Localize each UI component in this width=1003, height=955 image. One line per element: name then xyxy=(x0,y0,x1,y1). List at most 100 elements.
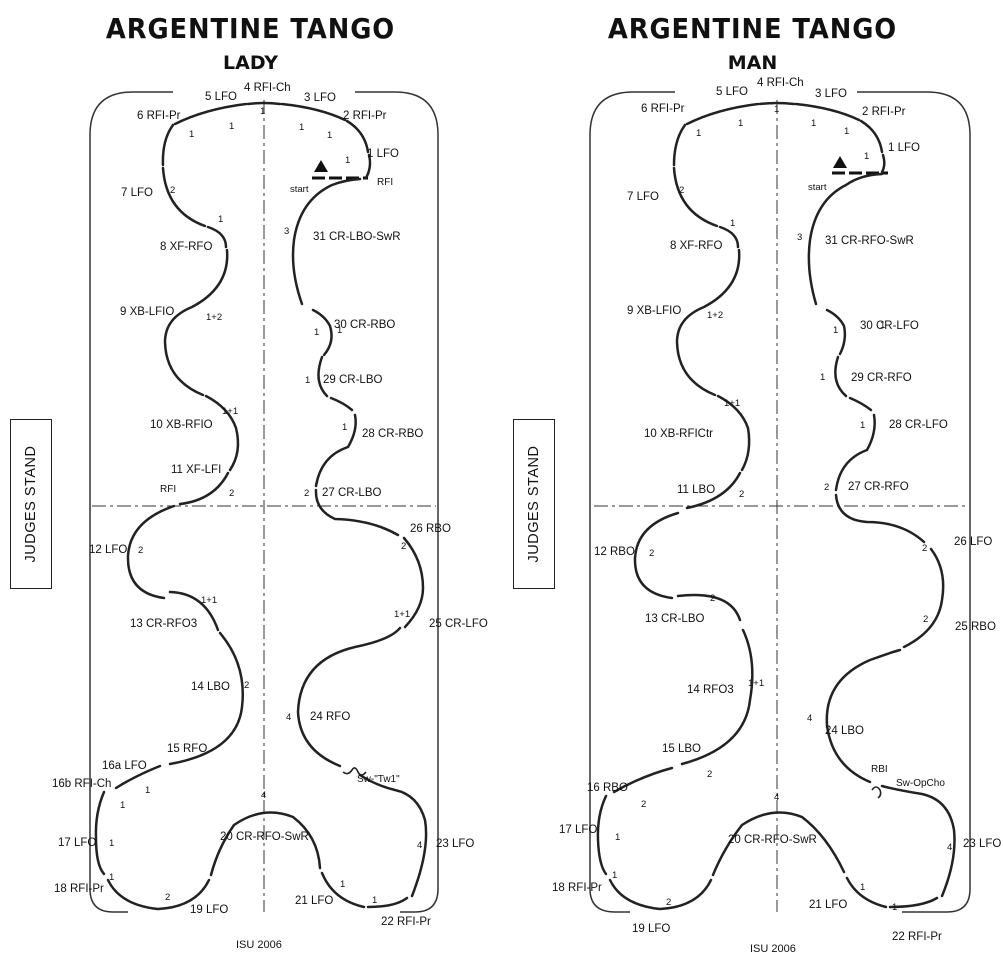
beat-count: 3 xyxy=(284,226,289,237)
step-path xyxy=(834,355,848,398)
lady-pattern-svg: 5 LFO 4 RFI-Ch 3 LFO 6 RFI-Pr 2 RFI-Pr 1… xyxy=(52,82,488,951)
step-path xyxy=(685,471,742,510)
step-label: 20 CR-RFO-SwR xyxy=(220,831,309,843)
beat-count: 1 xyxy=(109,872,114,883)
start-label: start xyxy=(290,184,309,195)
beat-count: 4 xyxy=(947,842,952,853)
step-path xyxy=(848,396,873,412)
step-label: 20 CR-RFO-SwR xyxy=(728,834,817,846)
step-path xyxy=(718,225,740,249)
step-label: 12 RBO xyxy=(594,546,635,558)
step-path xyxy=(633,511,680,600)
step-label: 17 LFO xyxy=(559,824,597,836)
step-path xyxy=(94,790,106,876)
man-diagram: ARGENTINE TANGO MAN JUDGES STAND xyxy=(502,0,1003,955)
step-label: 27 CR-LBO xyxy=(322,487,381,499)
beat-count: 2 xyxy=(739,489,744,500)
step-label: 27 CR-RFO xyxy=(848,481,909,493)
step-label: 31 CR-RFO-SwR xyxy=(825,235,914,247)
step-label: 2 RFI-Pr xyxy=(862,106,906,118)
step-label: 8 XF-RFO xyxy=(160,241,212,253)
step-label: 9 XB-LFIO xyxy=(120,306,174,318)
step-path xyxy=(291,177,362,306)
step-label: 13 CR-LBO xyxy=(645,613,704,625)
step-path xyxy=(807,172,884,306)
beat-count: 1 xyxy=(260,106,265,117)
beat-count: 2 xyxy=(401,541,406,552)
step-path xyxy=(168,631,244,766)
beat-count: 1 xyxy=(696,128,701,139)
step-label: 6 RFI-Pr xyxy=(137,110,181,122)
step-path xyxy=(317,355,329,398)
beat-count: 1 xyxy=(337,325,342,336)
step-path xyxy=(358,773,428,898)
step-label: 28 CR-LFO xyxy=(889,419,948,431)
diagram-subtitle: MAN xyxy=(727,52,778,74)
step-path xyxy=(612,766,674,794)
step-label: 19 LFO xyxy=(632,923,670,935)
step-path xyxy=(834,493,926,544)
judges-stand: JUDGES STAND xyxy=(10,419,52,589)
step-label: 30 CR-RBO xyxy=(334,319,395,331)
step-path xyxy=(314,488,400,537)
step-path xyxy=(672,166,719,228)
step-label: RFI xyxy=(160,484,176,495)
step-path xyxy=(880,153,886,174)
step-path xyxy=(114,764,162,790)
step-label: 10 XB-RFICtr xyxy=(644,428,713,440)
beat-count: 1+1 xyxy=(724,398,740,409)
step-label: 15 LBO xyxy=(662,743,701,755)
beat-count: 1 xyxy=(612,870,617,881)
step-path xyxy=(311,308,333,357)
step-label: 23 LFO xyxy=(963,838,1001,850)
beat-count: 2 xyxy=(138,545,143,556)
beat-count: 1 xyxy=(372,895,377,906)
step-label: 6 RFI-Pr xyxy=(641,103,685,115)
step-label: 12 LFO xyxy=(89,544,127,556)
step-label: 15 RFO xyxy=(167,743,207,755)
step-path xyxy=(825,648,902,784)
step-path xyxy=(675,248,741,397)
step-label: 18 RFI-Pr xyxy=(552,882,602,894)
step-label: 24 LBO xyxy=(825,725,864,737)
step-path xyxy=(845,876,888,909)
step-label: 7 LFO xyxy=(121,187,153,199)
step-label: 4 RFI-Ch xyxy=(244,82,291,94)
step-label: Sw-"Tw1" xyxy=(357,774,400,785)
beat-count: 1 xyxy=(340,879,345,890)
start-triangle xyxy=(833,156,847,168)
beat-count: 2 xyxy=(170,185,175,196)
step-label: 19 LFO xyxy=(190,904,228,916)
step-path xyxy=(168,590,220,632)
step-label: 7 LFO xyxy=(627,191,659,203)
step-path xyxy=(596,794,608,876)
beat-count: 4 xyxy=(774,792,779,803)
beat-count: 1 xyxy=(860,882,865,893)
step-label: 22 RFI-Pr xyxy=(892,931,942,943)
step-path xyxy=(106,878,211,911)
beat-count: 2 xyxy=(165,892,170,903)
step-label: 3 LFO xyxy=(815,88,847,100)
diagram-title: ARGENTINE TANGO xyxy=(607,12,898,45)
step-path xyxy=(608,878,713,911)
lady-steps xyxy=(94,101,428,911)
judges-stand: JUDGES STAND xyxy=(513,419,555,589)
beat-count: 1+2 xyxy=(206,312,222,323)
step-label: 21 LFO xyxy=(295,895,333,907)
beat-count: 2 xyxy=(679,185,684,196)
step-label: 5 LFO xyxy=(716,86,748,98)
beat-count: 1 xyxy=(218,214,223,225)
step-label: 9 XB-LFIO xyxy=(627,305,681,317)
step-path xyxy=(402,536,425,629)
beat-count: 1 xyxy=(314,327,319,338)
step-label: 3 LFO xyxy=(304,92,336,104)
beat-count: 1 xyxy=(880,320,885,331)
step-label: 2 RFI-Pr xyxy=(343,110,387,122)
man-steps xyxy=(596,101,956,911)
step-label: 1 LFO xyxy=(367,148,399,160)
step-path xyxy=(173,102,248,126)
step-label: 28 CR-RBO xyxy=(362,428,423,440)
start-marker xyxy=(312,160,368,180)
beat-count: 2 xyxy=(824,482,829,493)
step-path xyxy=(204,394,240,472)
